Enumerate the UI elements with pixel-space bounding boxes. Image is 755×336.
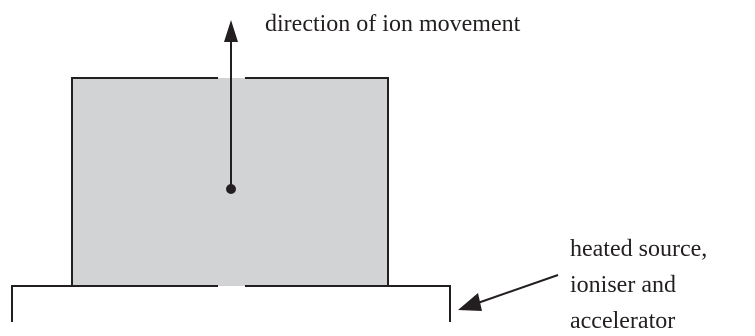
source-label-line-3: accelerator <box>570 308 675 334</box>
direction-label: direction of ion movement <box>265 11 521 37</box>
source-pointer-line <box>471 274 559 306</box>
arrow-head-icon <box>224 20 238 42</box>
source-pointer-arrow-head-icon <box>458 293 482 311</box>
ion-dot <box>226 184 236 194</box>
source-label-line-1: heated source, <box>570 236 707 262</box>
source-label-line-2: ioniser and <box>570 272 676 298</box>
source-base-plate <box>11 285 451 322</box>
